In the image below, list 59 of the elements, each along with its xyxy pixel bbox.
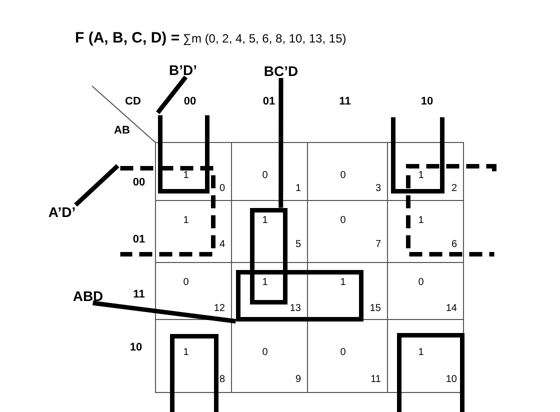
leader-line — [278, 78, 284, 208]
cell-value: 0 — [340, 348, 346, 358]
term-label: A’D’ — [48, 205, 76, 219]
function-title: F (A, B, C, D) = ∑m (0, 2, 4, 5, 6, 8, 10, 13, 15) — [75, 30, 346, 46]
grouping-loop — [406, 164, 496, 256]
minterm-number: 15 — [370, 304, 381, 314]
variable-label: CD — [125, 96, 141, 108]
cell-value: 1 — [183, 348, 189, 358]
cell-value: 1 — [340, 278, 346, 288]
minterm-number: 1 — [295, 184, 301, 194]
cell-value: 1 — [418, 348, 424, 358]
minterm-number: 3 — [375, 184, 381, 194]
minterm-number: 8 — [219, 375, 225, 385]
row-header: 11 — [133, 290, 145, 300]
grouping-loop — [250, 208, 288, 304]
cell-value: 0 — [262, 171, 268, 181]
cell-value: 0 — [183, 278, 189, 288]
minterm-number: 9 — [295, 375, 301, 385]
grouping-loop — [236, 270, 364, 322]
column-header: 10 — [420, 96, 434, 108]
minterm-number: 11 — [370, 375, 381, 385]
grouping-loop — [158, 112, 210, 194]
cell-value: 1 — [183, 171, 189, 181]
cell-value: 0 — [340, 171, 346, 181]
cell-value: 0 — [262, 348, 268, 358]
row-header: 01 — [132, 234, 146, 246]
cell-value: 1 — [183, 216, 189, 226]
minterm-number: 4 — [219, 240, 225, 250]
minterm-number: 13 — [290, 304, 301, 314]
cell-value: 0 — [340, 216, 346, 226]
grouping-loop — [390, 114, 444, 194]
minterm-number: 14 — [446, 304, 457, 314]
cell-value: 1 — [262, 278, 268, 288]
column-header: 00 — [184, 96, 196, 108]
term-label: ABD — [72, 289, 104, 303]
leader-line — [74, 164, 120, 207]
term-label: B’D’ — [169, 63, 197, 77]
term-label: BC’D — [264, 64, 298, 78]
column-header: 11 — [339, 96, 351, 108]
minterm-number: 7 — [375, 240, 381, 250]
cell-value: 1 — [418, 216, 424, 226]
row-header: 00 — [132, 178, 146, 188]
minterm-number: 0 — [219, 184, 225, 194]
cell-value: 1 — [262, 216, 268, 226]
minterm-number: 10 — [446, 375, 457, 385]
leader-line — [156, 76, 188, 114]
row-header: 10 — [130, 342, 142, 354]
grouping-loop — [170, 334, 218, 412]
minterm-number: 12 — [214, 304, 225, 314]
grouping-loop — [396, 332, 464, 412]
grouping-loop — [118, 166, 216, 256]
column-header: 01 — [262, 96, 276, 108]
cell-value: 0 — [418, 278, 424, 288]
minterm-number: 5 — [295, 240, 301, 250]
minterm-number: 2 — [451, 184, 457, 194]
leader-line — [92, 300, 236, 324]
minterm-number: 6 — [451, 240, 457, 250]
variable-label: AB — [114, 126, 130, 136]
cell-value: 1 — [418, 171, 424, 181]
